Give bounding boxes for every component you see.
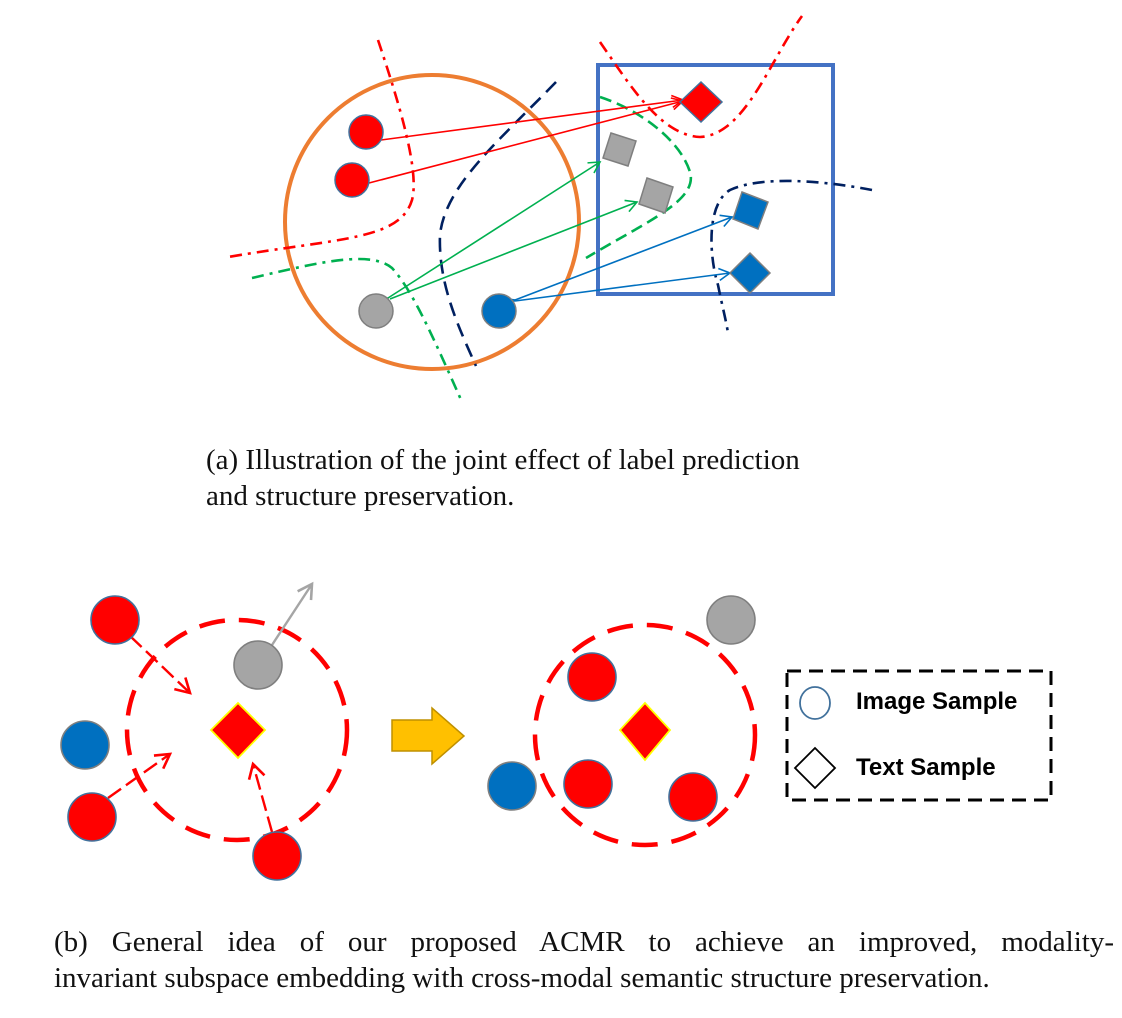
text-sample-gray (638, 177, 674, 214)
cluster-boundary-after (532, 622, 758, 848)
caption-figure-b: (b) General idea of our proposed ACMR to… (54, 924, 1114, 996)
navy-boundary-middle (438, 81, 557, 367)
link-green-1 (375, 161, 602, 310)
link-blue-2 (514, 267, 732, 302)
pull-arrow-top (129, 635, 192, 695)
text-sample-red (678, 80, 724, 124)
image-sample-red (90, 595, 140, 645)
image-sample-blue (481, 293, 517, 329)
link-red-1 (380, 94, 685, 141)
legend: Image Sample Text Sample (785, 669, 1053, 802)
image-sample-red (252, 831, 302, 881)
red-boundary-right (598, 15, 804, 139)
caption-figure-a: (a) Illustration of the joint effect of … (206, 442, 926, 514)
image-sample-blue (487, 761, 537, 811)
image-sample-gray (358, 293, 394, 329)
legend-box (785, 669, 1053, 802)
caption-a-line2: and structure preservation. (206, 480, 515, 512)
figure-a (227, 15, 873, 403)
caption-a-line1: (a) Illustration of the joint effect of … (206, 444, 800, 476)
transition-arrow (391, 706, 466, 766)
red-boundary-left (227, 39, 415, 259)
text-sample-red (618, 701, 672, 762)
text-sample-gray (602, 132, 637, 167)
pull-arrow-left (107, 752, 173, 799)
legend-image-label: Image Sample (856, 688, 1017, 715)
legend-image-icon (799, 686, 831, 720)
navy-boundary-right (710, 179, 873, 334)
image-sample-red (334, 162, 370, 198)
cluster-boundary-before (124, 617, 350, 843)
caption-b-line1: (b) General idea of our proposed ACMR to… (54, 926, 1114, 958)
caption-b-line2: invariant subspace embedding with cross-… (54, 962, 990, 994)
image-sample-blue (60, 720, 110, 770)
green-boundary-left (251, 257, 464, 403)
text-sample-blue (728, 251, 772, 295)
pull-arrow-bottom (247, 761, 274, 833)
image-sample-gray (706, 595, 756, 645)
push-arrow-gray (270, 581, 314, 646)
image-sample-red (563, 759, 613, 809)
image-sample-red (668, 772, 718, 822)
image-sample-red (67, 792, 117, 842)
image-sample-gray (233, 640, 283, 690)
legend-text-label: Text Sample (856, 754, 996, 781)
text-sample-blue (732, 191, 769, 230)
link-blue-1 (502, 214, 734, 311)
image-sample-red (348, 114, 384, 150)
text-sample-red (209, 701, 267, 760)
figure-b: Image Sample Text Sample (60, 581, 1053, 881)
image-sample-red (567, 652, 617, 702)
green-boundary-right (585, 95, 693, 260)
legend-text-icon (793, 746, 837, 790)
